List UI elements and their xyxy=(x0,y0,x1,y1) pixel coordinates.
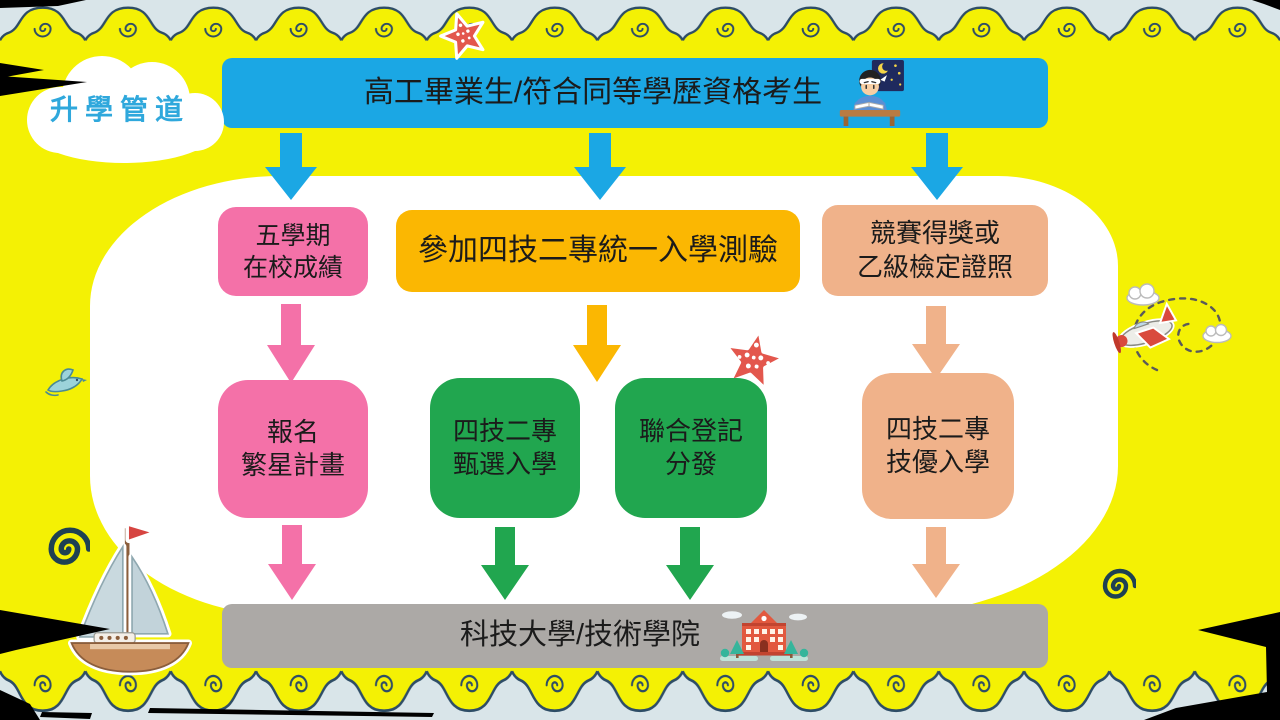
starfish-icon-middle xyxy=(723,328,787,392)
box-entrance-exam: 參加四技二專統一入學測驗 xyxy=(396,210,800,292)
box-label-line: 甄選入學 xyxy=(452,449,557,479)
cloud-title: 升學管道 xyxy=(49,94,190,125)
box-competition-certificate: 競賽得獎或 乙級檢定證照 xyxy=(822,205,1048,296)
destination-banner-label: 科技大學/技術學院 xyxy=(459,619,701,652)
box-label-line: 報名 xyxy=(266,416,319,447)
flow-arrow-green-right xyxy=(666,527,714,600)
flow-arrow-peach-top xyxy=(912,306,960,379)
box-star-plan: 報名 繁星計畫 xyxy=(218,380,368,518)
box-label-line: 技優入學 xyxy=(885,447,990,477)
starfish-icon-top xyxy=(439,12,485,60)
flow-arrow-peach-bottom xyxy=(912,527,960,598)
box-label-line: 四技二專 xyxy=(452,415,557,446)
sailboat-icon xyxy=(67,522,193,676)
source-banner-label: 高工畢業生/符合同等學歷資格考生 xyxy=(363,75,823,109)
cloud xyxy=(27,56,224,163)
box-label-line: 聯合登記 xyxy=(638,415,743,446)
box-school-grades: 五學期 在校成績 xyxy=(218,207,368,296)
flow-arrow-blue-right xyxy=(911,133,963,200)
box-label-line: 五學期 xyxy=(255,221,331,250)
flow-arrow-blue-center xyxy=(574,133,626,200)
airplane-icon xyxy=(1112,283,1232,372)
wave-border-top xyxy=(0,0,1280,48)
box-skill-excellence: 四技二專 技優入學 xyxy=(862,373,1014,519)
flow-arrow-green-left xyxy=(481,527,529,600)
box-selection-admission: 四技二專 甄選入學 xyxy=(430,378,580,518)
bird-icon xyxy=(45,368,87,397)
source-banner: 高工畢業生/符合同等學歷資格考生 xyxy=(222,58,1048,128)
box-label-line: 參加四技二專統一入學測驗 xyxy=(418,233,778,267)
box-label-line: 競賽得獎或 xyxy=(869,218,1000,249)
studying-student-icon xyxy=(840,60,905,126)
box-joint-registration: 聯合登記 分發 xyxy=(615,378,767,518)
spiral-icon-right xyxy=(1102,568,1136,599)
flow-arrow-pink-bottom xyxy=(268,525,316,600)
flow-arrow-pink-top xyxy=(267,304,315,383)
spiral-icon-left xyxy=(48,527,90,565)
flow-arrow-blue-left xyxy=(265,133,317,200)
school-building-icon xyxy=(720,610,809,661)
box-label-line: 繁星計畫 xyxy=(240,450,345,480)
box-label-line: 在校成績 xyxy=(242,253,343,282)
box-label-line: 乙級檢定證照 xyxy=(856,251,1013,282)
destination-banner: 科技大學/技術學院 xyxy=(222,604,1048,668)
box-label-line: 四技二專 xyxy=(885,413,990,444)
box-label-line: 分發 xyxy=(664,449,717,479)
flow-arrow-orange xyxy=(573,305,621,382)
